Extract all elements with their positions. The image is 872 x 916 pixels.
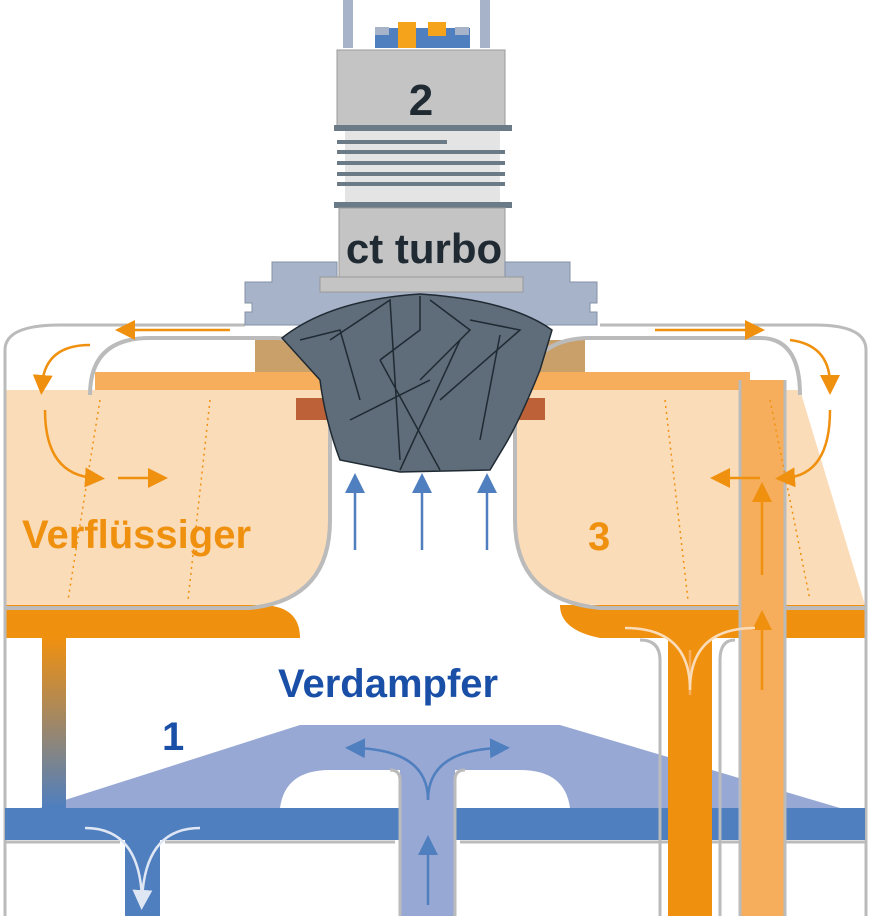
evaporator-label: Verdampfer [278, 662, 498, 706]
expansion-pipe [42, 638, 66, 808]
compressor-number: 2 [409, 76, 433, 125]
evaporator [5, 725, 865, 916]
condenser-number: 3 [588, 515, 610, 559]
flow-arrows [32, 320, 840, 905]
compressor [244, 0, 598, 326]
condenser-label: Verflüssiger [22, 513, 251, 557]
compressor-label: ct turbo [346, 225, 502, 272]
evaporator-number: 1 [162, 715, 184, 759]
impeller [280, 293, 553, 473]
